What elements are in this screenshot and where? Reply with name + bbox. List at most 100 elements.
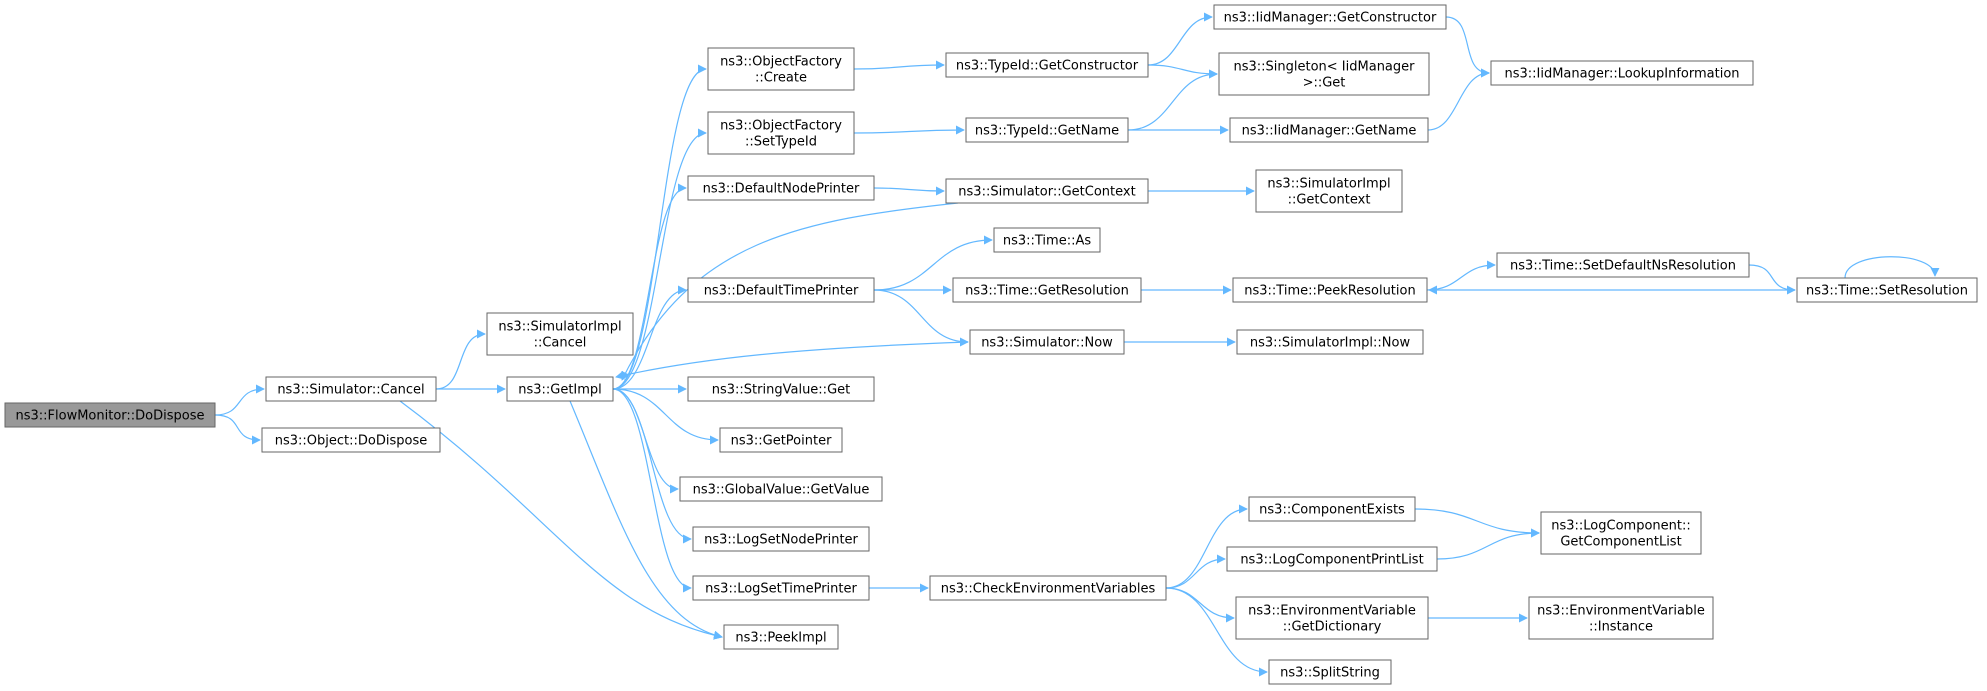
node-box [692,575,870,601]
node-logCompGetList[interactable]: ns3::LogComponent::GetComponentList [1540,511,1702,555]
node-label: ns3::DefaultNodePrinter [703,182,860,197]
node-label: ns3::EnvironmentVariable [1248,604,1416,619]
node-iidGetConstructor[interactable]: ns3::IidManager::GetConstructor [1213,4,1447,30]
node-label: ::Cancel [534,336,587,351]
node-splitString[interactable]: ns3::SplitString [1268,659,1392,685]
edge-iidGetConstructor-to-iidLookup [1445,16,1490,78]
node-label: ns3::Object::DoDispose [275,434,427,449]
node-box [261,427,441,453]
node-box [965,117,1129,143]
edge-getImpl-to-peekImpl [569,400,723,640]
edge-getImpl-to-defTimePrinter [612,285,687,390]
node-box [687,175,875,201]
node-simImplCancel[interactable]: ns3::SimulatorImpl::Cancel [486,312,634,356]
node-ofSetTypeId[interactable]: ns3::ObjectFactory::SetTypeId [707,111,855,155]
node-label: ns3::Simulator::Cancel [277,383,424,398]
node-box [723,624,839,650]
node-label: ns3::Time::As [1003,234,1092,249]
node-box [265,376,437,402]
node-singletonGet[interactable]: ns3::Singleton< IidManager>::Get [1218,52,1430,96]
edge-simCancel-to-simImplCancel [435,329,486,390]
node-timePeekResolution[interactable]: ns3::Time::PeekResolution [1232,277,1428,303]
node-iidGetName[interactable]: ns3::IidManager::GetName [1229,117,1429,143]
node-logCompPrintList[interactable]: ns3::LogComponentPrintList [1226,546,1438,572]
edge-timePeekResolution-to-timeSetDefaultNs [1426,260,1496,291]
node-componentExists[interactable]: ns3::ComponentExists [1248,496,1416,522]
node-peekImpl[interactable]: ns3::PeekImpl [723,624,839,650]
node-timeAs[interactable]: ns3::Time::As [993,227,1101,253]
node-box [707,111,855,155]
node-iidLookup[interactable]: ns3::IidManager::LookupInformation [1490,60,1754,86]
edge-tidGetConstructor-to-iidGetConstructor [1147,12,1213,66]
edge-checkEnvVars-to-logCompPrintList [1165,554,1226,589]
node-label: GetComponentList [1560,535,1681,550]
edge-ofCreate-to-tidGetConstructor [853,60,945,70]
edge-getImpl-to-getPointer [612,388,719,445]
node-ofCreate[interactable]: ns3::ObjectFactory::Create [707,47,855,91]
node-getPointer[interactable]: ns3::GetPointer [719,427,843,453]
node-defTimePrinter[interactable]: ns3::DefaultTimePrinter [687,277,875,303]
node-root[interactable]: ns3::FlowMonitor::DoDispose [4,402,216,428]
node-simCancel[interactable]: ns3::Simulator::Cancel [265,376,437,402]
edge-defTimePrinter-to-simNow [873,289,969,347]
node-strValueGet[interactable]: ns3::StringValue::Get [687,376,875,402]
node-label: ns3::GetPointer [731,434,832,449]
edge-tidGetName-to-singletonGet [1127,69,1218,131]
node-box [1232,277,1428,303]
node-timeSetDefaultNs[interactable]: ns3::Time::SetDefaultNsResolution [1496,252,1750,278]
node-label: ns3::LogComponentPrintList [1240,553,1423,568]
node-simGetContext[interactable]: ns3::Simulator::GetContext [945,178,1149,204]
node-label: ns3::Singleton< IidManager [1233,60,1415,75]
node-tidGetName[interactable]: ns3::TypeId::GetName [965,117,1129,143]
node-label: >::Get [1303,76,1346,91]
node-label: ns3::DefaultTimePrinter [704,284,859,299]
node-label: ns3::IidManager::GetName [1242,124,1417,139]
node-simImplNow[interactable]: ns3::SimulatorImpl::Now [1236,329,1424,355]
node-box [969,329,1125,355]
edge-defNodePrinter-to-simGetContext [873,186,945,196]
node-gvGetValue[interactable]: ns3::GlobalValue::GetValue [679,476,883,502]
node-timeSetResolution[interactable]: ns3::Time::SetResolution [1796,277,1978,303]
node-envVarInstance[interactable]: ns3::EnvironmentVariable::Instance [1528,596,1714,640]
node-objDoDispose[interactable]: ns3::Object::DoDispose [261,427,441,453]
node-tidGetConstructor[interactable]: ns3::TypeId::GetConstructor [945,52,1149,78]
node-logSetTimePrinter[interactable]: ns3::LogSetTimePrinter [692,575,870,601]
node-logSetNodePrinter[interactable]: ns3::LogSetNodePrinter [692,526,870,552]
node-box [1235,596,1429,640]
edge-iidGetName-to-iidLookup [1427,68,1490,131]
node-box [929,575,1167,601]
edge-logCompPrintList-to-logCompGetList [1436,528,1540,560]
edge-getImpl-to-logSetNodePrinter [612,388,692,544]
node-label: ns3::GetImpl [518,383,602,398]
edge-simNow-to-getImpl [615,341,969,380]
node-label: ::Instance [1589,620,1653,635]
edge-simGetContext-to-getImpl [621,202,959,381]
edge-componentExists-to-logCompGetList [1414,508,1540,538]
node-label: ::Create [755,71,807,86]
edge-simCancel-to-peekImpl [399,400,723,640]
node-box [1218,52,1430,96]
node-box [679,476,883,502]
edge-checkEnvVars-to-componentExists [1165,504,1248,589]
node-envVarGetDict[interactable]: ns3::EnvironmentVariable::GetDictionary [1235,596,1429,640]
node-simNow[interactable]: ns3::Simulator::Now [969,329,1125,355]
node-label: ns3::SimulatorImpl::Now [1250,336,1411,351]
node-box [1268,659,1392,685]
node-label: ns3::SimulatorImpl [498,320,621,335]
node-box [1490,60,1754,86]
node-checkEnvVars[interactable]: ns3::CheckEnvironmentVariables [929,575,1167,601]
node-timeGetResolution[interactable]: ns3::Time::GetResolution [952,277,1142,303]
node-box [1796,277,1978,303]
node-box [687,277,875,303]
node-box [692,526,870,552]
node-label: ns3::TypeId::GetConstructor [956,59,1139,74]
node-box [506,376,614,402]
node-box [952,277,1142,303]
node-simImplGetContext[interactable]: ns3::SimulatorImpl::GetContext [1255,169,1403,213]
node-defNodePrinter[interactable]: ns3::DefaultNodePrinter [687,175,875,201]
node-getImpl[interactable]: ns3::GetImpl [506,376,614,402]
node-box [945,52,1149,78]
node-label: ns3::IidManager::GetConstructor [1224,11,1437,26]
edge-root-to-objDoDispose [214,414,261,445]
